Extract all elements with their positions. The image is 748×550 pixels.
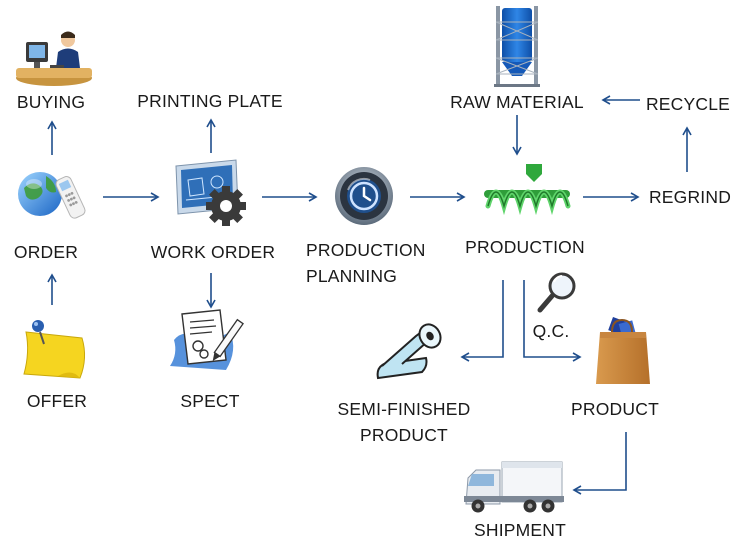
shopping-bag-icon (596, 317, 650, 384)
computer-user-icon (16, 31, 92, 86)
label-semi-finished-line2: PRODUCT (360, 425, 448, 445)
silo-icon (494, 6, 540, 87)
label-recycle: RECYCLE (645, 94, 731, 114)
label-raw-material: RAW MATERIAL (450, 92, 584, 112)
label-product: PRODUCT (571, 399, 659, 419)
blueprint-gear-icon (175, 159, 246, 226)
label-order: ORDER (13, 242, 79, 262)
label-production: PRODUCTION (465, 237, 585, 257)
label-regrind: REGRIND (648, 187, 732, 207)
label-semi-finished-product: SEMI-FINISHED PRODUCT (338, 396, 471, 448)
arrow-production-to-semifinished (460, 280, 504, 362)
document-pen-icon (170, 309, 244, 370)
label-semi-finished-line1: SEMI-FINISHED (337, 399, 471, 419)
label-production-planning-line1: PRODUCTION (306, 240, 426, 260)
truck-icon (464, 461, 564, 513)
arrow-production-to-product (523, 280, 582, 362)
arrow-product-to-shipment (572, 432, 627, 495)
magnifier-icon (537, 272, 576, 313)
sticky-note-icon (23, 320, 86, 379)
label-production-planning: PRODUCTION PLANNING (306, 237, 426, 289)
film-roll-icon (376, 323, 442, 380)
label-offer: OFFER (26, 391, 88, 411)
label-qc: Q.C. (532, 321, 570, 341)
extruder-screw-icon (484, 164, 571, 216)
label-printing-plate: PRINTING PLATE (137, 91, 283, 111)
label-work-order: WORK ORDER (150, 242, 276, 262)
label-spect: SPECT (180, 391, 240, 411)
label-shipment: SHIPMENT (473, 520, 567, 540)
label-production-planning-line2: PLANNING (306, 266, 398, 286)
globe-phone-icon (18, 172, 86, 219)
clock-button-icon (335, 167, 393, 225)
label-buying: BUYING (16, 92, 86, 112)
